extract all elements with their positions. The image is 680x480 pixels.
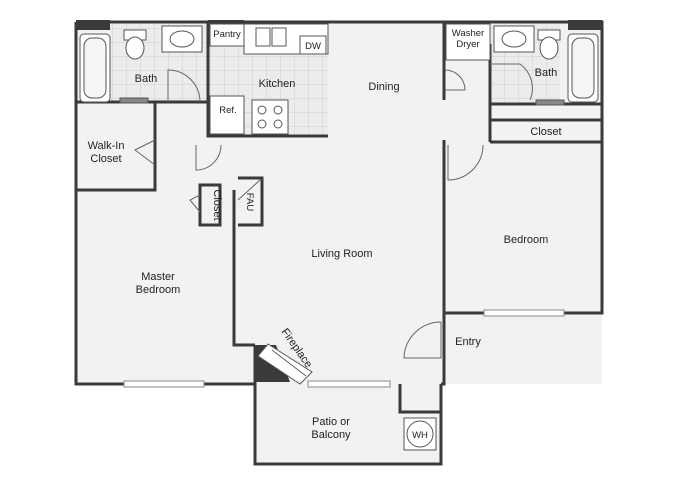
toilet-bowl-right bbox=[539, 36, 559, 60]
label-bath-left: Bath bbox=[135, 73, 158, 85]
wh-closet-wall bbox=[398, 384, 441, 414]
wall-cap-kitchen bbox=[208, 20, 244, 26]
door-washer bbox=[444, 69, 466, 91]
walkin-closet-wall bbox=[76, 100, 157, 192]
fireplace-symbol bbox=[256, 343, 313, 385]
door-master bbox=[195, 144, 222, 171]
label-washer: Washer bbox=[452, 28, 484, 39]
window-master bbox=[123, 380, 205, 388]
door-hall-closet bbox=[189, 194, 201, 213]
kitchen-wall bbox=[206, 22, 328, 138]
fireplace-line bbox=[271, 349, 307, 377]
label-living-room: Living Room bbox=[311, 248, 372, 260]
sink-right bbox=[501, 30, 527, 48]
water-heater-symbol bbox=[403, 417, 437, 451]
water-heater-tank bbox=[406, 420, 434, 448]
burner-2 bbox=[273, 105, 283, 115]
label-walkin-1: Walk-In bbox=[88, 140, 125, 152]
sink-bowl-2 bbox=[271, 27, 287, 47]
label-kitchen: Kitchen bbox=[259, 78, 296, 90]
fau-wall bbox=[238, 176, 264, 227]
patio-wall bbox=[253, 345, 443, 466]
label-walkin-2: Closet bbox=[90, 153, 121, 165]
label-pantry: Pantry bbox=[213, 29, 241, 40]
label-master-1: Master bbox=[141, 271, 175, 283]
doors bbox=[134, 63, 533, 359]
label-closet-right: Closet bbox=[530, 126, 561, 138]
living-left-wall bbox=[232, 190, 255, 347]
bathtub-left-basin bbox=[83, 37, 107, 99]
bathtub-right-basin bbox=[571, 37, 595, 99]
burner-3 bbox=[257, 119, 267, 129]
towel-bar-left bbox=[119, 97, 149, 104]
towel-bar-right bbox=[535, 99, 565, 106]
toilet-bowl-left bbox=[125, 36, 145, 60]
door-walkin bbox=[134, 139, 156, 166]
label-dining: Dining bbox=[368, 81, 399, 93]
door-bath-left bbox=[167, 69, 201, 103]
door-bath-right bbox=[490, 63, 533, 101]
label-refrigerator: Ref. bbox=[219, 105, 236, 116]
stove-box bbox=[251, 99, 289, 135]
burner-4 bbox=[273, 119, 283, 129]
label-bath-right: Bath bbox=[535, 67, 558, 79]
kitchen-fixtures bbox=[209, 23, 329, 135]
sliding-door-patio bbox=[307, 380, 391, 388]
label-closet-hall: Closet bbox=[211, 189, 223, 220]
entry-wall bbox=[441, 313, 446, 386]
label-dryer: Dryer bbox=[456, 39, 479, 50]
windows bbox=[123, 309, 565, 388]
burner-1 bbox=[257, 105, 267, 115]
door-bedroom bbox=[447, 144, 484, 181]
fridge-box bbox=[209, 95, 245, 135]
wall-cap-right bbox=[568, 20, 602, 30]
walls bbox=[74, 20, 604, 466]
bath-left-fixtures bbox=[79, 25, 203, 104]
label-bedroom: Bedroom bbox=[504, 234, 549, 246]
dishwasher-box bbox=[299, 35, 327, 55]
fireplace-box bbox=[257, 343, 313, 385]
label-fau: FAU bbox=[244, 193, 255, 212]
door-fau bbox=[237, 179, 261, 201]
washer-dryer-box bbox=[445, 23, 491, 61]
door-entry bbox=[403, 321, 442, 359]
label-master-2: Bedroom bbox=[136, 284, 181, 296]
label-entry: Entry bbox=[455, 336, 481, 348]
label-water-heater: WH bbox=[412, 430, 428, 441]
bath-right-fixtures bbox=[445, 23, 599, 106]
sink-left bbox=[169, 30, 195, 48]
label-patio-2: Balcony bbox=[311, 429, 351, 441]
label-dishwasher: DW bbox=[305, 41, 321, 52]
sink-bowl-1 bbox=[255, 27, 271, 47]
label-patio-1: Patio or bbox=[312, 416, 350, 428]
window-bedroom bbox=[483, 309, 565, 317]
wall-cap-left bbox=[76, 20, 110, 30]
